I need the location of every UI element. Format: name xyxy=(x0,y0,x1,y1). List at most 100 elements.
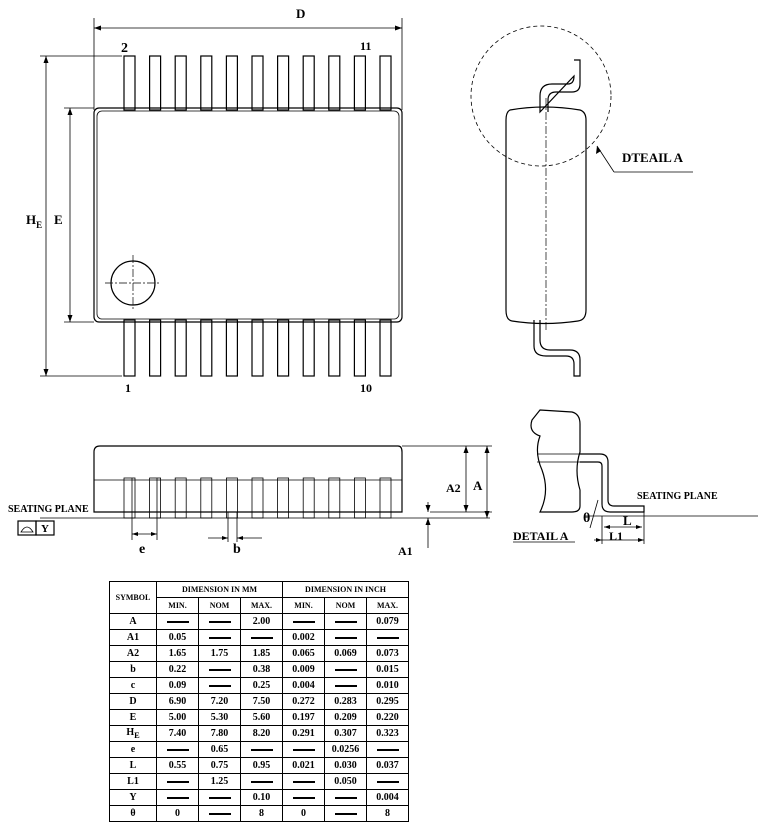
sub-header-1: NOM xyxy=(198,597,241,614)
value-cell xyxy=(240,629,283,646)
seating-plane-right: SEATING PLANE xyxy=(637,491,718,502)
value-cell: 0.069 xyxy=(324,645,367,662)
mm-header: DIMENSION IN MM xyxy=(156,581,283,598)
bottom-lead xyxy=(353,319,366,377)
sub-header-4: NOM xyxy=(324,597,367,614)
top-lead xyxy=(123,55,136,111)
value-cell xyxy=(156,613,199,630)
front-view: SEATING PLANE Y A2 A A1 e b xyxy=(8,445,492,558)
no-value-dash xyxy=(166,748,189,751)
value-cell: 7.50 xyxy=(240,693,283,710)
value-cell: 0 xyxy=(282,805,325,822)
pin-label-1: 1 xyxy=(125,381,131,395)
value-cell xyxy=(366,741,409,758)
bottom-leads xyxy=(123,319,392,377)
no-value-dash xyxy=(334,812,357,815)
no-value-dash xyxy=(334,684,357,687)
no-value-dash xyxy=(292,620,315,623)
top-lead xyxy=(251,55,264,111)
symbol-cell: b xyxy=(109,661,157,678)
bottom-lead xyxy=(277,319,290,377)
value-cell xyxy=(324,629,367,646)
top-lead xyxy=(302,55,315,111)
inch-header: DIMENSION IN INCH xyxy=(282,581,409,598)
value-cell: 7.40 xyxy=(156,725,199,742)
value-cell: 0.25 xyxy=(240,677,283,694)
symbol-header: SYMBOL xyxy=(109,581,157,614)
bottom-lead xyxy=(200,319,213,377)
no-value-dash xyxy=(208,684,231,687)
value-cell: 0.010 xyxy=(366,677,409,694)
end-view-body xyxy=(505,106,587,325)
value-cell: 0.283 xyxy=(324,693,367,710)
value-cell: 2.00 xyxy=(240,613,283,630)
no-value-dash xyxy=(208,636,231,639)
value-cell: 0.0256 xyxy=(324,741,367,758)
no-value-dash xyxy=(292,748,315,751)
value-cell: 0.307 xyxy=(324,725,367,742)
value-cell: 0.004 xyxy=(282,677,325,694)
value-cell xyxy=(324,661,367,678)
value-cell: 5.60 xyxy=(240,709,283,726)
end-view: DTEAIL A xyxy=(470,25,693,377)
value-cell: 0.004 xyxy=(366,789,409,806)
sub-header-5: MAX. xyxy=(366,597,409,614)
top-lead xyxy=(379,55,392,111)
dim-label-D: D xyxy=(296,6,305,21)
no-value-dash xyxy=(376,748,399,751)
value-cell: 0.021 xyxy=(282,757,325,774)
no-value-dash xyxy=(208,796,231,799)
no-value-dash xyxy=(208,812,231,815)
value-cell: 0.55 xyxy=(156,757,199,774)
value-cell: 7.80 xyxy=(198,725,241,742)
symbol-cell: Y xyxy=(109,789,157,806)
symbol-cell: A xyxy=(109,613,157,630)
value-cell: 7.20 xyxy=(198,693,241,710)
symbol-cell: D xyxy=(109,693,157,710)
bottom-lead xyxy=(149,319,162,377)
value-cell: 8.20 xyxy=(240,725,283,742)
package-body xyxy=(93,107,403,323)
detail-a-callout: DTEAIL A xyxy=(622,150,684,165)
no-value-dash xyxy=(334,796,357,799)
top-view: D 2 11 1 10 HE E xyxy=(26,6,403,395)
no-value-dash xyxy=(292,780,315,783)
value-cell xyxy=(282,613,325,630)
value-cell: 0.65 xyxy=(198,741,241,758)
symbol-cell: HE xyxy=(109,725,157,742)
top-lead xyxy=(353,55,366,111)
detail-a-title: DETAIL A xyxy=(513,529,569,543)
value-cell: 8 xyxy=(366,805,409,822)
value-cell: 0.291 xyxy=(282,725,325,742)
bottom-lead xyxy=(225,319,238,377)
dim-label-L1: L1 xyxy=(609,529,623,543)
value-cell xyxy=(156,789,199,806)
value-cell xyxy=(198,613,241,630)
no-value-dash xyxy=(166,780,189,783)
value-cell xyxy=(366,629,409,646)
dim-label-A: A xyxy=(473,478,483,493)
pin-label-10: 10 xyxy=(360,381,372,395)
top-leads xyxy=(123,55,392,111)
seating-plane-y-label: Y xyxy=(41,523,49,535)
no-value-dash xyxy=(208,668,231,671)
seating-plane-left: SEATING PLANE xyxy=(8,504,89,515)
value-cell: 0.050 xyxy=(324,773,367,790)
value-cell: 0.015 xyxy=(366,661,409,678)
value-cell: 0.073 xyxy=(366,645,409,662)
symbol-cell: L1 xyxy=(109,773,157,790)
value-cell: 0.22 xyxy=(156,661,199,678)
value-cell: 0 xyxy=(156,805,199,822)
detail-a-view: SEATING PLANE θ L L1 DETAIL A xyxy=(513,409,758,544)
value-cell: 0.38 xyxy=(240,661,283,678)
